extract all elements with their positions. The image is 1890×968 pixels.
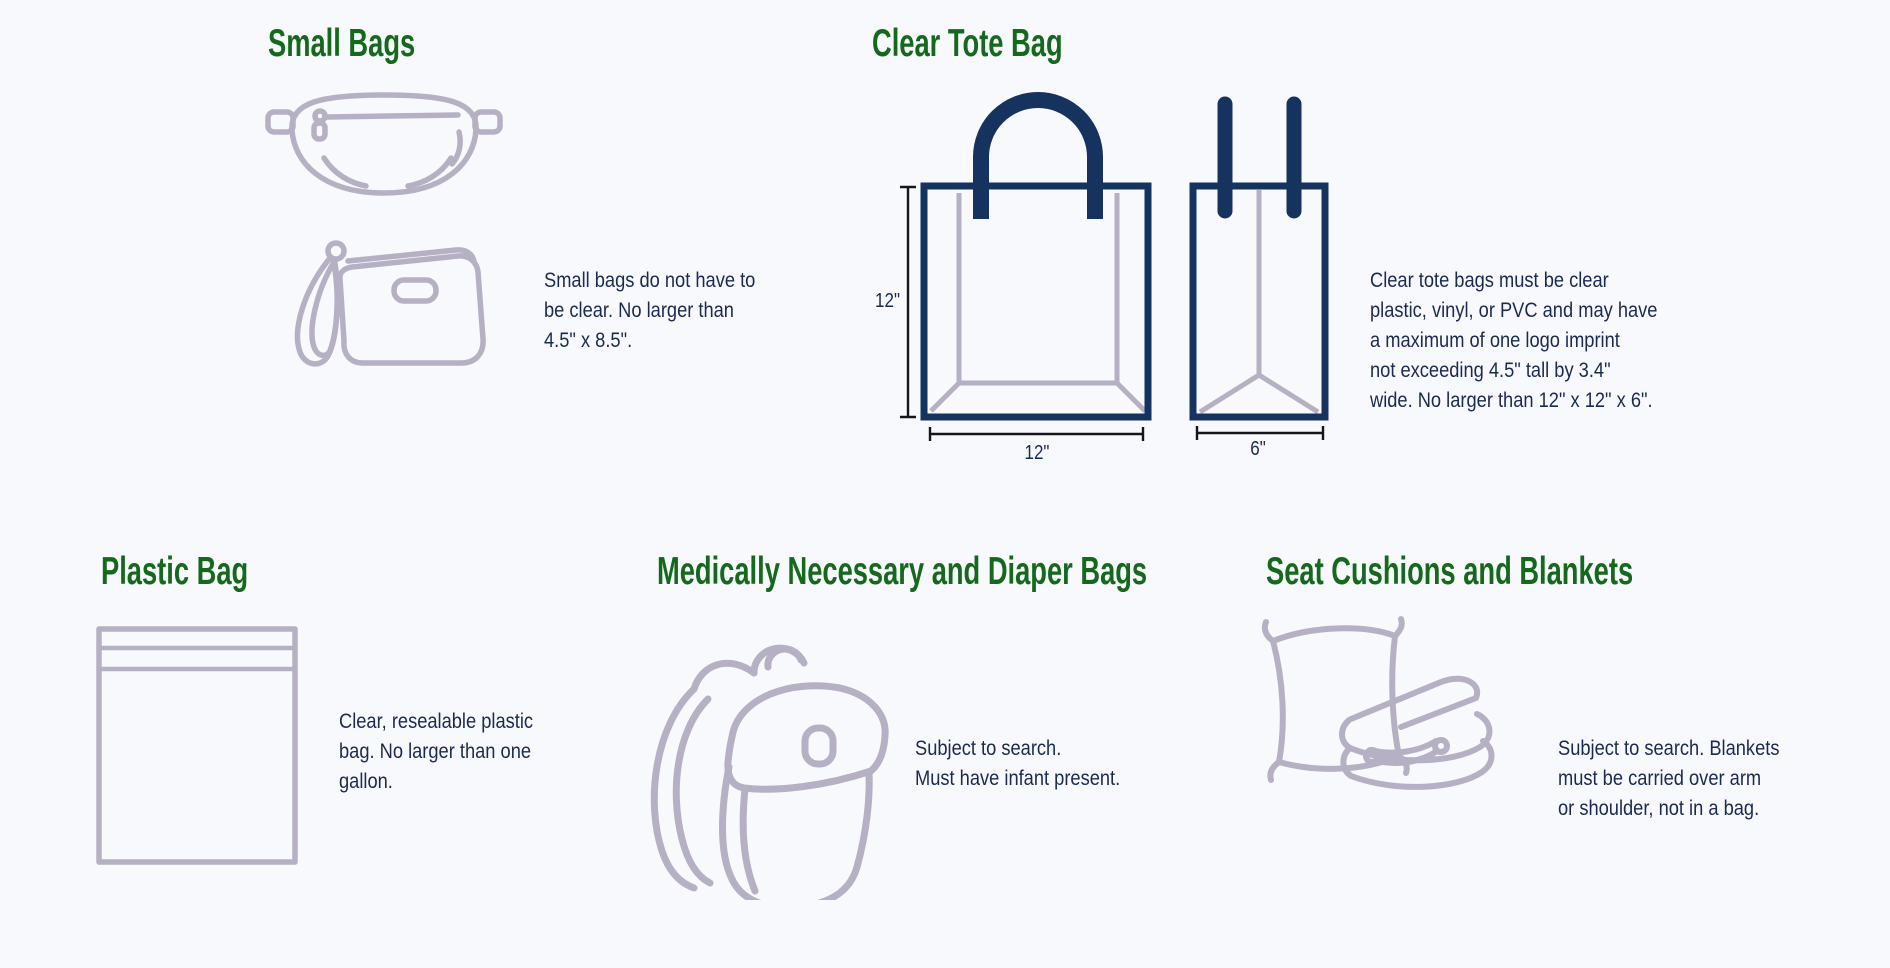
tote-body	[920, 182, 1152, 421]
description-line: or shoulder, not in a bag.	[1558, 796, 1760, 820]
description-line: Small bags do not have to	[544, 268, 756, 292]
seat-cushions-title: Seat Cushions and Blankets	[1266, 550, 1634, 593]
description-line: not exceeding 4.5" tall by 3.4"	[1370, 358, 1611, 382]
small-bags-description: Small bags do not have to be clear. No l…	[544, 265, 755, 355]
clear-tote-front-icon	[900, 92, 1152, 441]
tote-height-label: 12"	[875, 290, 900, 312]
tote-width-label: 12"	[1024, 442, 1050, 464]
tote-handle	[973, 92, 1103, 219]
description-line: gallon.	[339, 769, 393, 793]
description-line: must be carried over arm	[1558, 766, 1762, 790]
tote-inner-panel	[929, 193, 1147, 413]
description-line: Clear, resealable plastic	[339, 709, 534, 733]
tote-depth-label: 6"	[1250, 438, 1266, 460]
small-bags-title: Small Bags	[268, 22, 416, 65]
medically-necessary-description: Subject to search. Must have infant pres…	[915, 733, 1120, 793]
medically-necessary-title: Medically Necessary and Diaper Bags	[657, 550, 1148, 593]
clear-tote-description: Clear tote bags must be clear plastic, v…	[1370, 265, 1657, 415]
description-line: be clear. No larger than	[544, 298, 734, 322]
width-dimension-line	[928, 427, 1145, 441]
description-line: Clear tote bags must be clear	[1370, 268, 1609, 292]
clutch-bag-icon	[294, 240, 486, 367]
tote-side-body	[1189, 182, 1329, 421]
backpack-icon	[650, 644, 889, 900]
plastic-bag-description: Clear, resealable plastic bag. No larger…	[339, 706, 533, 796]
description-line: 4.5" x 8.5".	[544, 328, 633, 352]
description-line: bag. No larger than one	[339, 739, 532, 763]
description-line: a maximum of one logo imprint	[1370, 328, 1620, 352]
description-line: wide. No larger than 12" x 12" x 6".	[1370, 388, 1653, 412]
description-line: plastic, vinyl, or PVC and may have	[1370, 298, 1658, 322]
seat-cushions-description: Subject to search. Blankets must be carr…	[1558, 733, 1779, 823]
description-line: Subject to search.	[915, 736, 1062, 760]
description-line: Must have infant present.	[915, 766, 1121, 790]
pillow-blanket-icon	[1261, 616, 1495, 790]
clear-tote-title: Clear Tote Bag	[872, 22, 1063, 65]
fanny-pack-icon	[265, 92, 503, 196]
height-dimension-line	[900, 185, 916, 419]
tote-gusset-fold	[1198, 190, 1320, 415]
plastic-bag-icon	[96, 626, 298, 865]
depth-dimension-line	[1195, 426, 1325, 440]
plastic-bag-title: Plastic Bag	[101, 550, 249, 593]
description-line: Subject to search. Blankets	[1558, 736, 1780, 760]
clear-tote-side-icon	[1189, 96, 1329, 440]
